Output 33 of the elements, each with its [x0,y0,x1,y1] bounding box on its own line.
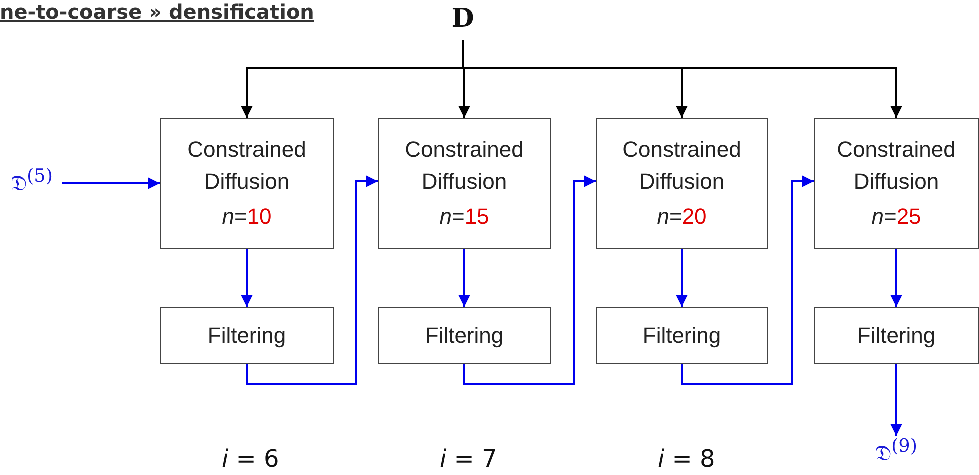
matrix-symbol: D [446,4,480,40]
box-text: n=20 [657,203,707,232]
iteration-label: i = 6 [222,445,280,473]
process-box [160,118,334,249]
arrow [676,249,688,307]
dataset-symbol: 𝔇$^{(9)}$ [870,436,923,472]
arrow [464,176,596,385]
process-box [596,307,768,364]
box-text: n=10 [222,203,272,232]
process-box [160,307,334,364]
arrow [458,249,470,307]
process-box [596,118,768,249]
box-text: Filtering [208,322,286,350]
iteration-label: i = 8 [658,445,716,473]
box-text: n=25 [872,203,922,232]
process-box [814,307,979,364]
heading: ne-to-coarse » densification [0,0,314,24]
box-text: Filtering [642,322,722,350]
iteration-label: i = 7 [440,445,498,473]
box-text: n=15 [440,203,490,232]
arrow [890,249,902,307]
box-text: Filtering [425,322,504,350]
arrow [890,364,902,436]
arrow [246,176,378,385]
process-box [814,118,979,249]
arrow [462,40,902,118]
dataset-symbol: 𝔇$^{(5)}$ [6,166,58,202]
arrow [62,178,160,190]
arrow [681,176,814,385]
process-box [378,307,551,364]
box-text: Filtering [857,322,936,350]
arrow [241,249,253,307]
process-box [378,118,551,249]
